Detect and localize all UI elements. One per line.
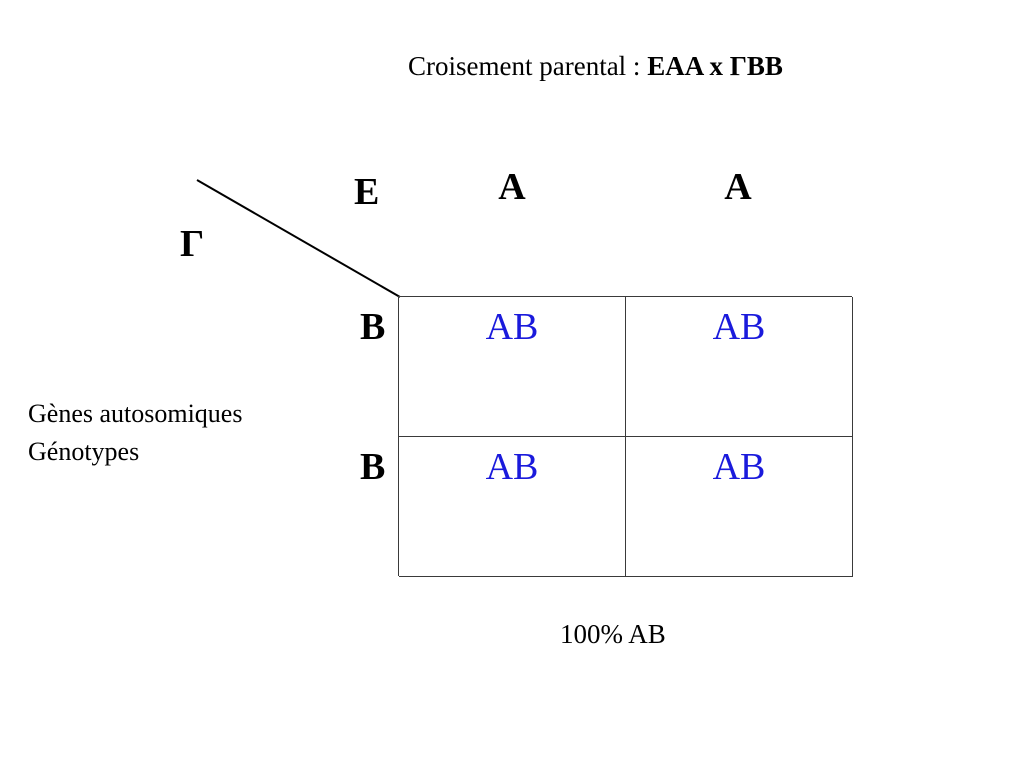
cross-title: Croisement parental : ΕAA x ΓBB — [408, 50, 783, 82]
row-gamete-2: B — [360, 446, 386, 488]
column-gamete-1: A — [498, 166, 526, 208]
punnett-cell-r2-c2: AB — [626, 437, 853, 577]
row-gamete-1: B — [360, 306, 386, 348]
punnett-cell-r1-c1: AB — [399, 297, 626, 437]
punnett-cell-r1-c2: AB — [626, 297, 853, 437]
female-parent-symbol: Ε — [354, 171, 380, 213]
male-parent-symbol: Γ — [180, 223, 205, 265]
cross-title-prefix: Croisement parental : — [408, 51, 648, 81]
side-note-line-1: Gènes autosomiques — [28, 399, 243, 428]
result-summary: 100% AB — [560, 619, 666, 649]
punnett-square: AB AB AB AB — [398, 296, 853, 577]
punnett-cell-r2-c1: AB — [399, 437, 626, 577]
side-note: Gènes autosomiques Génotypes — [28, 395, 242, 471]
side-note-line-2: Génotypes — [28, 437, 140, 466]
column-gamete-2: A — [724, 166, 752, 208]
cross-title-genotypes: ΕAA x ΓBB — [647, 51, 783, 81]
